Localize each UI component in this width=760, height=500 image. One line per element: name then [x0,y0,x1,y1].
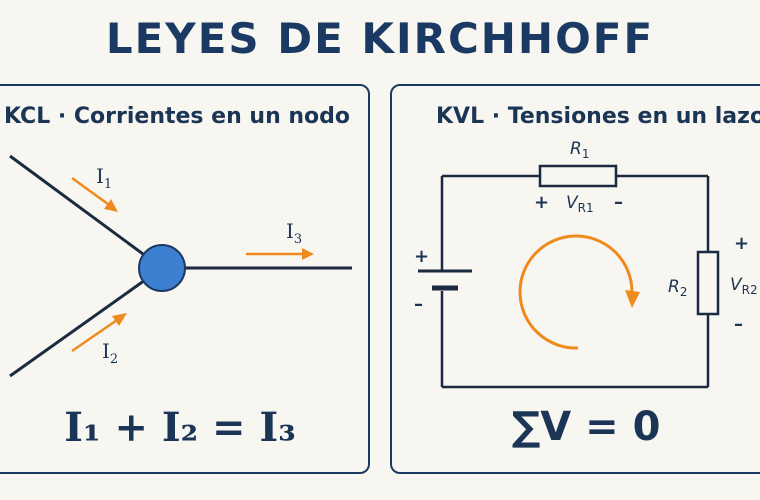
kvl-heading: KVL · Tensiones en un lazo [436,104,760,129]
node-circle [138,244,186,292]
current-2-arrow [71,313,127,353]
vr2-label: VR2 [730,275,758,297]
kvl-diagram: + – R1 + VR1 – R2 + VR2 – [414,139,758,389]
loop-direction-arrow [518,234,640,350]
page-title: LEYES DE KIRCHHOFF [105,14,655,63]
kcl-equation: I₁ + I₂ = I₃ [64,404,296,451]
current-2-label: I2 [102,339,118,367]
wire-in-2 [9,266,163,378]
r2-label: R2 [668,277,687,299]
r1-plus: + [534,192,549,213]
r2-plus: + [734,233,749,254]
battery-plus: + [414,246,429,267]
battery-minus: – [414,294,423,315]
current-3-arrow [246,248,314,260]
kvl-panel: KVL · Tensiones en un lazo + – R1 + VR1 … [390,84,760,474]
current-1-arrow [71,176,118,212]
current-3-label: I3 [286,219,302,247]
wire-in-1 [9,154,163,270]
r1-label: R1 [570,139,589,161]
vr1-label: VR1 [566,193,594,215]
battery-symbol [418,269,472,291]
kcl-panel: KCL · Corrientes en un nodo I1 I2 I3 I₁ … [0,84,370,474]
r1-minus: – [614,192,623,213]
current-1-label: I1 [96,164,112,192]
r2-minus: – [734,314,743,335]
resistor-r2 [696,250,720,316]
kcl-heading: KCL · Corrientes en un nodo [4,104,351,129]
resistor-r1 [538,164,618,188]
kcl-diagram: I1 I2 I3 [9,154,352,378]
kvl-equation: ∑V = 0 [511,404,661,450]
loop-wires [440,174,710,389]
